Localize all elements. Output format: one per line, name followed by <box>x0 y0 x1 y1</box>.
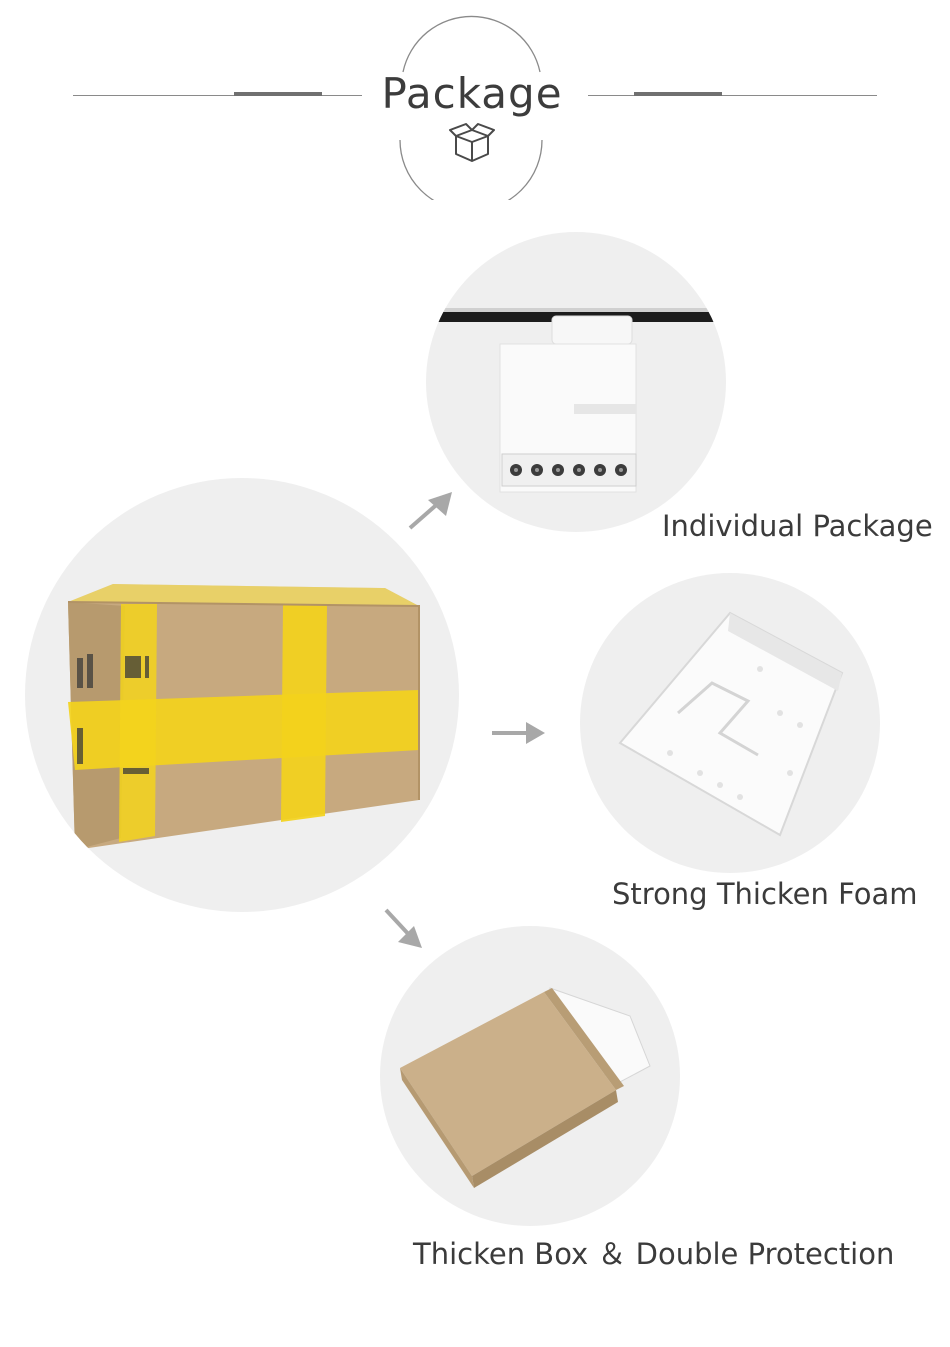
inner-box-image <box>400 987 651 1188</box>
arrow-down-right-icon <box>384 908 422 948</box>
track-light-image <box>426 308 726 493</box>
header-accent-left <box>234 92 322 96</box>
caption-individual-package: Individual Package <box>662 509 933 543</box>
header-divider-left <box>73 95 362 96</box>
shipping-carton-photo <box>25 478 459 912</box>
box-icon <box>449 123 495 162</box>
header-divider-right <box>588 95 877 96</box>
arrow-up-right-icon <box>408 492 452 530</box>
shipping-carton-image <box>67 584 420 850</box>
foam-wrap-photo <box>580 573 880 873</box>
page-title: Package <box>381 69 563 118</box>
header-accent-right <box>634 92 722 96</box>
caption-thicken-box: Thicken Box ＆ Double Protection <box>413 1237 895 1271</box>
individual-package-photo <box>426 232 726 532</box>
inner-box-photo <box>380 926 680 1226</box>
caption-strong-thicken-foam: Strong Thicken Foam <box>612 877 918 911</box>
foam-wrap-image <box>618 611 844 837</box>
arrow-right-icon <box>492 722 545 744</box>
header-ring <box>399 15 543 200</box>
